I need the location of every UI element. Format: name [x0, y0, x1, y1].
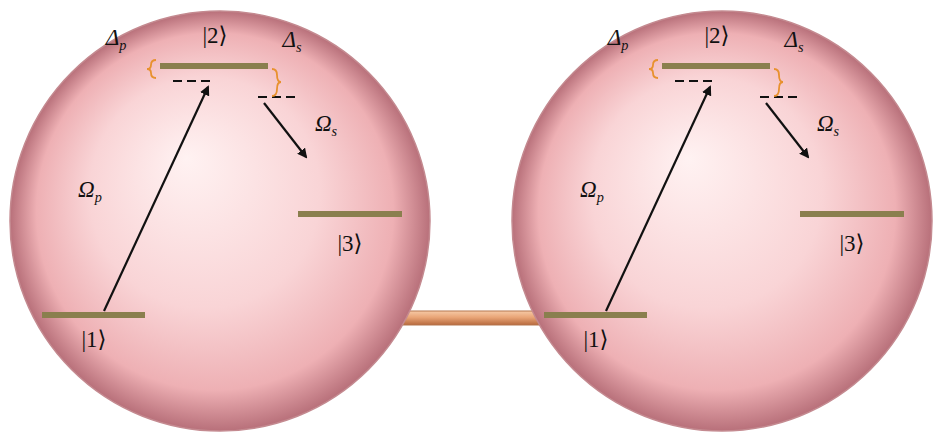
symbol-label: Δp [106, 26, 127, 52]
state-label: |2⟩ [202, 24, 227, 47]
symbol-label: Ωs [817, 112, 839, 138]
coupling-tube [400, 311, 541, 325]
energy-level-illustration [510, 9, 934, 433]
symbol-label: Δs [282, 28, 301, 54]
state-label: |1⟩ [583, 328, 608, 351]
symbol-label: Δp [608, 26, 629, 52]
state-label: |3⟩ [337, 232, 362, 255]
state-label: |3⟩ [839, 232, 864, 255]
symbol-label: Ωs [315, 112, 337, 138]
state-label: |1⟩ [81, 328, 106, 351]
atom-sphere: |2⟩ Δp ΔsΩp Ωs |3⟩ |1⟩ [8, 9, 432, 433]
atom-sphere: |2⟩ Δp ΔsΩp Ωs |3⟩ |1⟩ [510, 9, 934, 433]
symbol-label: Ωp [78, 178, 102, 204]
energy-level-illustration [8, 9, 432, 433]
state-label: |2⟩ [704, 24, 729, 47]
symbol-label: Ωp [580, 178, 604, 204]
symbol-label: Δs [784, 28, 803, 54]
